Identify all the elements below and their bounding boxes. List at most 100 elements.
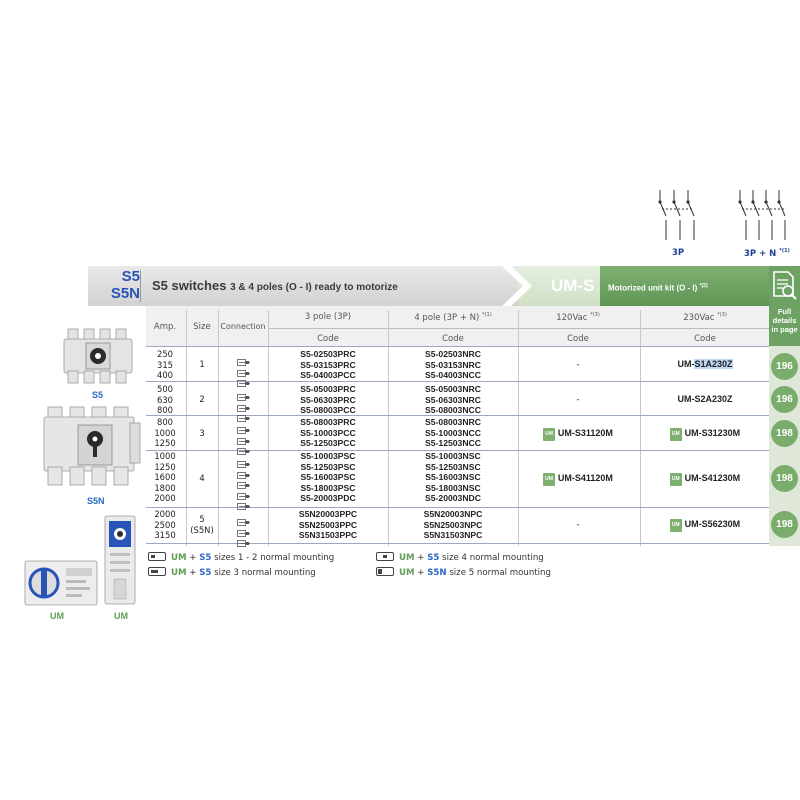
connection-icon [237,511,251,526]
code-4p: S5-08003NRC [425,417,481,427]
series-s5n: S5N [110,285,140,302]
um-unit-image [24,560,98,610]
connection-icon [237,372,251,388]
amp-value: 2500 [154,519,176,530]
legend-text: size 3 normal mounting [214,568,316,578]
um-label-2: UM [114,611,128,621]
v120-cell: - [576,394,580,404]
code-3p-cell: S5-05003PRC S5-06303PRC S5-08003PCC [268,384,388,416]
legend-series: S5 [427,553,440,563]
v230-highlighted-code[interactable]: S1A230Z [694,359,733,369]
code-3p: S5-03153PRC [300,359,356,370]
amp-cell: 2000 2500 3150 [146,509,184,541]
kit-title: UM-S [551,276,595,295]
col-amp: Amp. [153,322,177,332]
legend-series: S5 [199,553,212,563]
code-3p: S5-05003PRC [300,384,356,394]
amp-value: 2000 [154,509,176,519]
um-tall-unit-image [104,515,136,609]
amp-cell: 250 315 400 [146,349,184,381]
series-title: S5 S5N [96,268,140,302]
size-cell: 1 [199,359,205,369]
code-4p-cell: S5-02503NRC S5-03153NRC S5-04003NCC [388,349,518,381]
v230-code: UM-S41230M [684,473,741,483]
legend-um: UM [399,553,415,563]
s5-switch-image [62,325,138,391]
full-details-line1: Full [777,307,792,316]
code-4p: S5-20003NDC [425,493,481,504]
code-3p: S5-10003PCC [300,427,356,438]
connection-icon [237,440,251,456]
code-4p: S5-02503NRC [425,349,481,359]
code-4p-cell: S5-10003NSC S5-12503NSC S5-16003NSC S5-1… [388,451,518,504]
code-3p: S5-20003PDC [300,493,356,504]
code-3p-cell: S5-08003PRC S5-10003PCC S5-12503PCC [268,417,388,449]
legend-plus: + [417,553,425,563]
size-value: 5 [199,514,205,524]
page-badge[interactable]: 198 [771,420,798,447]
full-details-label: Full details in page [769,307,800,334]
code-4p: S5-04003NCC [425,370,481,381]
section-title-main: S5 switches [152,278,227,293]
mount-size4-icon [376,552,394,561]
col-230vac: 230Vac *(3) [640,312,770,323]
three-pole-symbol [652,188,704,244]
s5n-label: S5N [87,496,105,506]
col-120vac: 120Vac *(3) [518,312,638,323]
connection-icon [237,464,251,479]
col-three-pole: 3 pole (3P) [304,312,352,322]
document-search-icon [771,270,798,308]
connection-icon [237,362,251,377]
col-230vac-text: 230Vac [683,312,715,323]
col-four-pole: 4 pole (3P + N) *(1) [388,312,518,323]
page-badge[interactable]: 196 [771,386,798,413]
amp-value: 1800 [154,482,176,493]
four-pole-label: 3P + N *(1) [744,248,790,259]
kit-note: *(2) [699,283,708,289]
page-badge[interactable]: 196 [771,353,798,380]
legend-um: UM [171,553,187,563]
legend-um: UM [399,568,415,578]
kit-subtitle: Motorized unit kit (O - I) *(2) [608,283,708,293]
code-3p: S5-08003PRC [300,417,356,427]
code-4p: S5-10003NSC [425,451,481,461]
mount-size5-icon [376,567,394,576]
connection-icon [237,522,251,537]
code-3p-cell: S5-02503PRC S5-03153PRC S5-04003PCC [268,349,388,381]
v230-code: UM-S56230M [684,519,741,529]
header-band [88,266,800,306]
connection-icon [237,532,251,548]
connection-icon [237,485,251,500]
page-badge[interactable]: 198 [771,511,798,538]
legend-item: UM + S5N size 5 normal mounting [376,567,551,578]
col-four-pole-note: *(1) [482,312,492,318]
amp-value: 1250 [154,438,176,449]
amp-value: 800 [157,405,173,416]
code-label-3p: Code [317,334,339,344]
connection-icon [237,453,251,468]
code-3p-cell: S5N20003PPC S5N25003PPC S5N31503PPC [268,509,388,541]
connection-icon [237,495,251,511]
amp-value: 1600 [154,472,176,483]
amp-cell: 1000 1250 1600 1800 2000 [146,451,184,504]
table-header [146,306,769,346]
v230-cell: UM-S2A230Z [677,394,733,404]
legend-plus: + [189,568,197,578]
um-label-1: UM [50,611,64,621]
code-4p: S5-12503NCC [425,438,481,449]
four-pole-note: *(1) [779,248,790,254]
code-4p: S5-18003NSC [425,482,481,493]
code-label-230: Code [694,334,716,344]
amp-value: 3150 [154,530,176,541]
amp-value: 630 [157,394,173,405]
um-badge-icon: UM [543,473,555,486]
page-badge[interactable]: 198 [771,465,798,492]
amp-value: 1000 [154,451,176,461]
connection-icon [237,407,251,423]
code-4p-cell: S5-08003NRC S5-10003NCC S5-12503NCC [388,417,518,449]
v230-code: UM-S31230M [684,428,741,438]
